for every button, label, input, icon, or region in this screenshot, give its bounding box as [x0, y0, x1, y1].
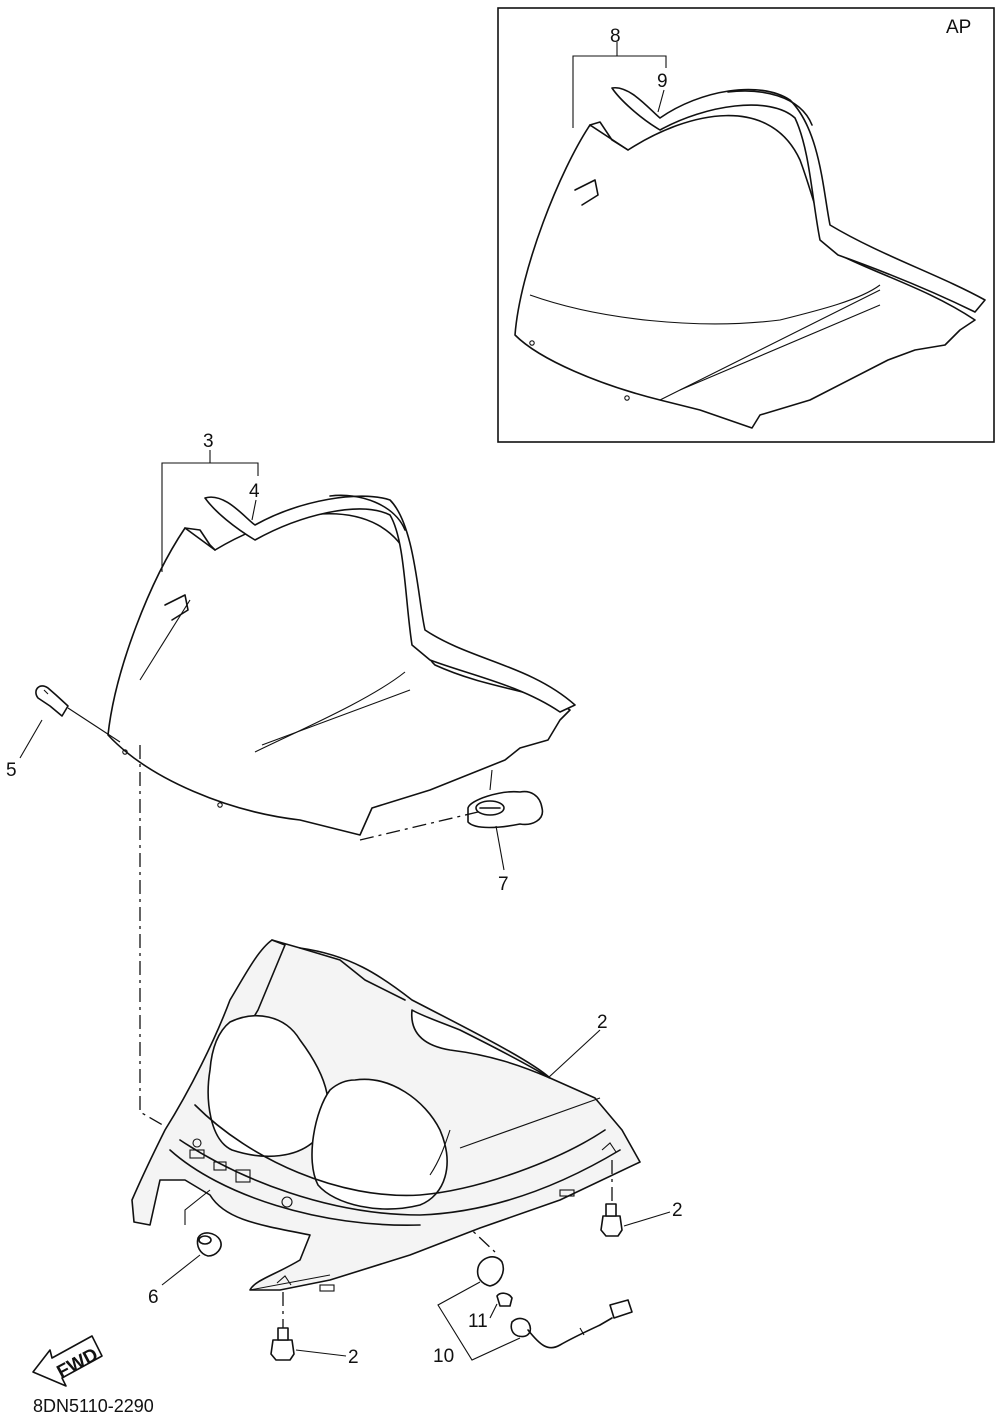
callout-8: 8	[572, 26, 667, 128]
bolt-2-bottom: 2	[270, 1292, 359, 1368]
callout-7: 7	[498, 874, 509, 895]
drawing-code: 8DN5110-2290	[33, 1396, 154, 1416]
svg-text:2: 2	[597, 1012, 608, 1033]
callout-9: 9	[657, 71, 668, 113]
callout-10: 10	[433, 1346, 454, 1367]
windscreen	[107, 494, 576, 836]
svg-text:8: 8	[610, 26, 621, 47]
svg-text:6: 6	[148, 1287, 159, 1308]
svg-text:9: 9	[657, 71, 668, 92]
svg-text:11: 11	[468, 1311, 488, 1332]
inset-frame	[497, 7, 995, 443]
callout-4: 4	[249, 481, 260, 521]
bolt-5	[35, 685, 121, 743]
ap-inset: AP 8 9	[497, 7, 995, 443]
svg-text:4: 4	[249, 481, 260, 502]
fwd-arrow: FWD	[32, 1335, 103, 1387]
lamp-assembly-10	[437, 1256, 633, 1361]
clip-7	[467, 769, 544, 871]
callout-3: 3	[161, 431, 259, 572]
cowl-1	[131, 939, 641, 1292]
svg-text:10: 10	[433, 1346, 454, 1367]
svg-text:7: 7	[498, 874, 509, 895]
svg-text:2: 2	[348, 1347, 359, 1368]
grommet-6: 6	[148, 1189, 222, 1308]
svg-text:3: 3	[203, 431, 214, 452]
callout-11: 11	[468, 1311, 488, 1332]
callout-5: 5	[6, 719, 43, 781]
inset-label: AP	[946, 17, 971, 38]
callout-1: 2	[547, 1012, 608, 1079]
bolt-2-right: 2	[600, 1160, 683, 1237]
svg-text:2: 2	[672, 1200, 683, 1221]
svg-text:5: 5	[6, 760, 17, 781]
inset-windscreen	[514, 87, 986, 429]
